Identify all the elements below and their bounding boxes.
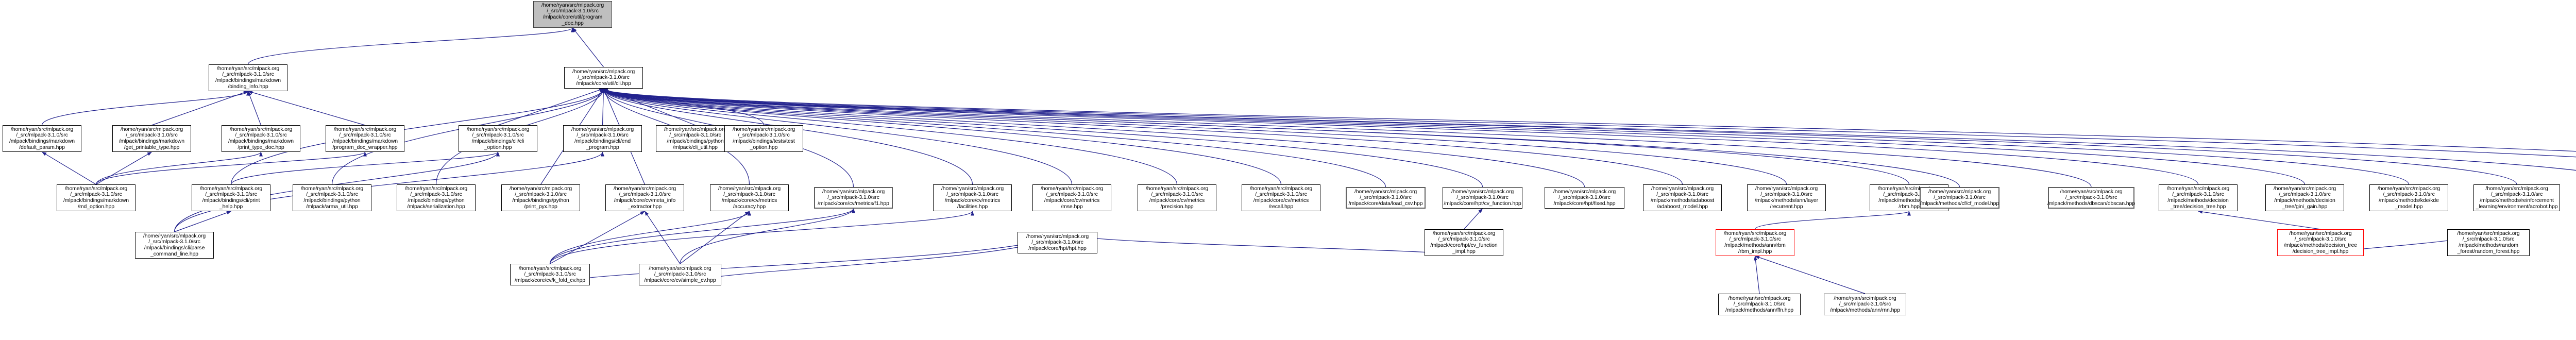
graph-edge bbox=[42, 151, 96, 185]
graph-edge bbox=[602, 88, 1960, 188]
graph-node[interactable]: /home/ryan/src/mlpack.org /_src/mlpack-3… bbox=[1018, 232, 1097, 253]
graph-node[interactable]: /home/ryan/src/mlpack.org /_src/mlpack-3… bbox=[135, 232, 214, 259]
graph-edge bbox=[602, 88, 2092, 188]
graph-edge bbox=[247, 27, 574, 65]
graph-node[interactable]: /home/ryan/src/mlpack.org /_src/mlpack-3… bbox=[2447, 229, 2530, 256]
graph-node[interactable]: /home/ryan/src/mlpack.org /_src/mlpack-3… bbox=[1242, 184, 1320, 211]
graph-node[interactable]: /home/ryan/src/mlpack.org /_src/mlpack-3… bbox=[326, 125, 404, 152]
graph-node[interactable]: /home/ryan/src/mlpack.org /_src/mlpack-3… bbox=[293, 184, 371, 211]
graph-node[interactable]: /home/ryan/src/mlpack.org /_src/mlpack-3… bbox=[2277, 229, 2364, 256]
graph-node[interactable]: /home/ryan/src/mlpack.org /_src/mlpack-3… bbox=[222, 125, 300, 152]
graph-node[interactable]: /home/ryan/src/mlpack.org /_src/mlpack-3… bbox=[605, 184, 684, 211]
graph-edge bbox=[602, 88, 2306, 185]
graph-edge bbox=[602, 88, 2576, 158]
graph-edge bbox=[680, 211, 750, 264]
graph-edge bbox=[1464, 208, 1483, 230]
graph-edge bbox=[601, 88, 605, 126]
graph-node[interactable]: /home/ryan/src/mlpack.org /_src/mlpack-3… bbox=[1425, 229, 1503, 256]
graph-edge bbox=[645, 211, 681, 264]
graph-edge bbox=[602, 88, 2199, 185]
graph-node[interactable]: /home/ryan/src/mlpack.org /_src/mlpack-3… bbox=[710, 184, 789, 211]
graph-edge bbox=[95, 151, 367, 185]
graph-edge bbox=[602, 88, 765, 126]
graph-node[interactable]: /home/ryan/src/mlpack.org /_src/mlpack-3… bbox=[1545, 187, 1624, 209]
graph-node[interactable]: /home/ryan/src/mlpack.org /_src/mlpack-3… bbox=[2265, 184, 2344, 211]
graph-node[interactable]: /home/ryan/src/mlpack.org /_src/mlpack-3… bbox=[1824, 294, 1906, 315]
graph-node[interactable]: /home/ryan/src/mlpack.org /_src/mlpack-3… bbox=[2047, 187, 2135, 209]
graph-edge bbox=[602, 88, 2576, 152]
graph-node[interactable]: /home/ryan/src/mlpack.org /_src/mlpack-3… bbox=[814, 187, 893, 209]
graph-node[interactable]: /home/ryan/src/mlpack.org /_src/mlpack-3… bbox=[2473, 184, 2560, 211]
graph-edge bbox=[550, 211, 645, 264]
graph-edge bbox=[602, 88, 2410, 185]
graph-edge bbox=[1754, 256, 1760, 294]
graph-node[interactable]: /home/ryan/src/mlpack.org /_src/mlpack-3… bbox=[1443, 187, 1522, 209]
graph-edge bbox=[572, 27, 604, 67]
graph-node[interactable]: /home/ryan/src/mlpack.org /_src/mlpack-3… bbox=[510, 264, 590, 285]
graph-node[interactable]: /home/ryan/src/mlpack.org /_src/mlpack-3… bbox=[397, 184, 476, 211]
graph-edge bbox=[498, 88, 604, 126]
graph-edge bbox=[548, 231, 1058, 286]
graph-edge bbox=[1755, 256, 1866, 294]
graph-node[interactable]: /home/ryan/src/mlpack.org /_src/mlpack-3… bbox=[564, 67, 643, 89]
graph-edge bbox=[41, 91, 250, 126]
graph-node[interactable]: /home/ryan/src/mlpack.org /_src/mlpack-3… bbox=[1716, 229, 1794, 256]
graph-edge bbox=[680, 208, 855, 264]
graph-edge bbox=[1754, 211, 1911, 230]
graph-edge bbox=[549, 211, 974, 264]
graph-node[interactable]: /home/ryan/src/mlpack.org /_src/mlpack-3… bbox=[656, 125, 735, 152]
graph-node[interactable]: /home/ryan/src/mlpack.org /_src/mlpack-3… bbox=[933, 184, 1012, 211]
graph-node[interactable]: /home/ryan/src/mlpack.org /_src/mlpack-3… bbox=[1643, 184, 1722, 211]
graph-edge bbox=[2198, 210, 2321, 230]
graph-node[interactable]: /home/ryan/src/mlpack.org /_src/mlpack-3… bbox=[459, 125, 537, 152]
graph-edge bbox=[603, 88, 696, 126]
graph-node[interactable]: /home/ryan/src/mlpack.org /_src/mlpack-3… bbox=[1346, 187, 1426, 209]
graph-node[interactable]: /home/ryan/src/mlpack.org /_src/mlpack-3… bbox=[209, 64, 287, 91]
graph-node[interactable]: /home/ryan/src/mlpack.org /_src/mlpack-3… bbox=[57, 184, 135, 211]
graph-node[interactable]: /home/ryan/src/mlpack.org /_src/mlpack-3… bbox=[1920, 187, 1999, 209]
graph-node[interactable]: /home/ryan/src/mlpack.org /_src/mlpack-3… bbox=[639, 264, 721, 285]
graph-edge bbox=[151, 91, 248, 126]
graph-edge bbox=[95, 151, 263, 185]
graph-edge bbox=[678, 231, 1058, 286]
graph-edge bbox=[230, 151, 500, 185]
graph-node[interactable]: /home/ryan/src/mlpack.org /_src/mlpack-3… bbox=[1718, 294, 1801, 315]
graph-edge bbox=[247, 91, 262, 126]
graph-node[interactable]: /home/ryan/src/mlpack.org /_src/mlpack-3… bbox=[112, 125, 191, 152]
graph-node-root[interactable]: /home/ryan/src/mlpack.org /_src/mlpack-3… bbox=[533, 1, 612, 28]
graph-edge bbox=[1057, 231, 1466, 257]
graph-edge bbox=[248, 91, 365, 126]
graph-edge bbox=[174, 211, 231, 232]
graph-edge bbox=[549, 208, 855, 264]
graph-edge bbox=[96, 151, 152, 185]
graph-node[interactable]: /home/ryan/src/mlpack.org /_src/mlpack-3… bbox=[192, 184, 270, 211]
graph-node[interactable]: /home/ryan/src/mlpack.org /_src/mlpack-3… bbox=[1138, 184, 1216, 211]
graph-node[interactable]: /home/ryan/src/mlpack.org /_src/mlpack-3… bbox=[724, 125, 803, 152]
graph-node[interactable]: /home/ryan/src/mlpack.org /_src/mlpack-3… bbox=[3, 125, 81, 152]
graph-edge bbox=[602, 88, 2517, 185]
graph-node[interactable]: /home/ryan/src/mlpack.org /_src/mlpack-3… bbox=[501, 184, 580, 211]
graph-node[interactable]: /home/ryan/src/mlpack.org /_src/mlpack-3… bbox=[2159, 184, 2238, 211]
graph-edge bbox=[602, 88, 2576, 171]
graph-node[interactable]: /home/ryan/src/mlpack.org /_src/mlpack-3… bbox=[1747, 184, 1826, 211]
graph-node[interactable]: /home/ryan/src/mlpack.org /_src/mlpack-3… bbox=[1032, 184, 1111, 211]
graph-node[interactable]: /home/ryan/src/mlpack.org /_src/mlpack-3… bbox=[2369, 184, 2448, 211]
graph-edge bbox=[549, 211, 751, 264]
graph-node[interactable]: /home/ryan/src/mlpack.org /_src/mlpack-3… bbox=[563, 125, 642, 152]
